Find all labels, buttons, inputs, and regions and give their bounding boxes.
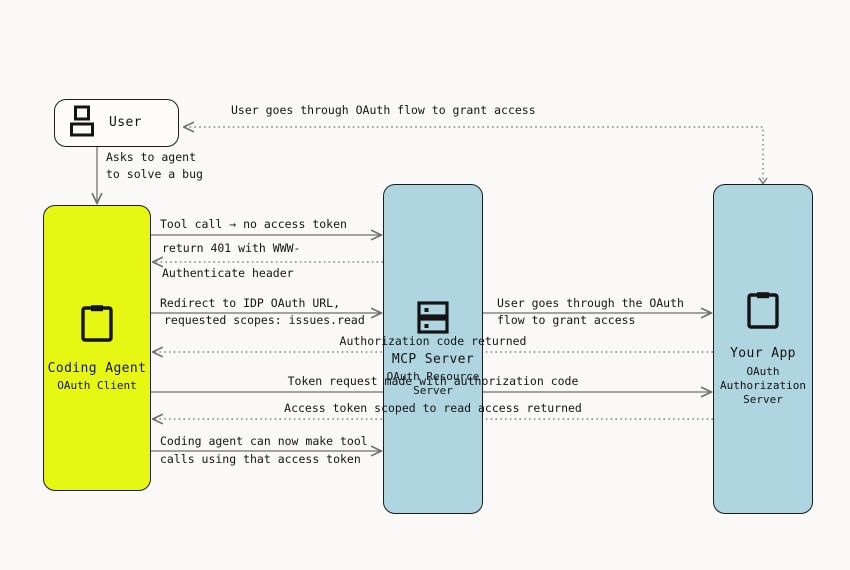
node-user[interactable]: User (54, 99, 179, 147)
edge-label-tool-calls-now-line2: calls using that access token (160, 452, 361, 466)
edge-label-user-oauth-grant-line1: User goes through the OAuth (497, 296, 684, 310)
node-mcp-server[interactable]: MCP Server OAuth Resource Server (383, 184, 483, 514)
edge-label-redirect-idp-line1: Redirect to IDP OAuth URL, (160, 296, 341, 310)
edge-label-tool-call: Tool call → no access token (160, 217, 347, 231)
edge-label-return-401-line2: Authenticate header (162, 266, 294, 280)
edge-label-user-oauth-grant-line2: flow to grant access (497, 313, 636, 327)
edge-user-oauth-flow (184, 127, 764, 184)
edge-label-token-request: Token request made with authorization co… (287, 374, 579, 388)
node-user-title: User (109, 114, 142, 130)
edge-user-oauth-flow-arrowhead (758, 177, 768, 185)
node-your-app-title: Your App (730, 346, 796, 362)
node-coding-agent[interactable]: Coding Agent OAuth Client (43, 205, 151, 491)
node-coding-agent-subtitle: OAuth Client (57, 378, 137, 392)
edge-label-return-401-line1: return 401 with WWW- (162, 241, 301, 255)
node-mcp-server-title: MCP Server (391, 351, 475, 367)
node-mcp-server-subtitle: OAuth Resource Server (386, 369, 480, 398)
edge-label-access-token: Access token scoped to read access retur… (284, 401, 582, 415)
server-icon (416, 300, 450, 340)
edge-label-tool-calls-now-line1: Coding agent can now make tool (160, 434, 368, 448)
clipboard-icon (80, 303, 114, 347)
edge-label-auth-code: Authorization code returned (339, 334, 527, 348)
edge-label-redirect-idp-line2: requested scopes: issues.read (164, 313, 365, 327)
edge-label-user-oauth-flow: User goes through OAuth flow to grant ac… (231, 103, 536, 117)
edge-label-asks-agent-line2: to solve a bug (106, 167, 203, 181)
clipboard-icon (746, 290, 780, 334)
node-your-app[interactable]: Your App OAuth Authorization Server (713, 184, 813, 514)
node-your-app-subtitle: OAuth Authorization Server (719, 364, 807, 407)
person-icon (69, 105, 95, 141)
node-coding-agent-title: Coding Agent (47, 360, 147, 376)
edge-label-asks-agent-line1: Asks to agent (106, 150, 197, 164)
